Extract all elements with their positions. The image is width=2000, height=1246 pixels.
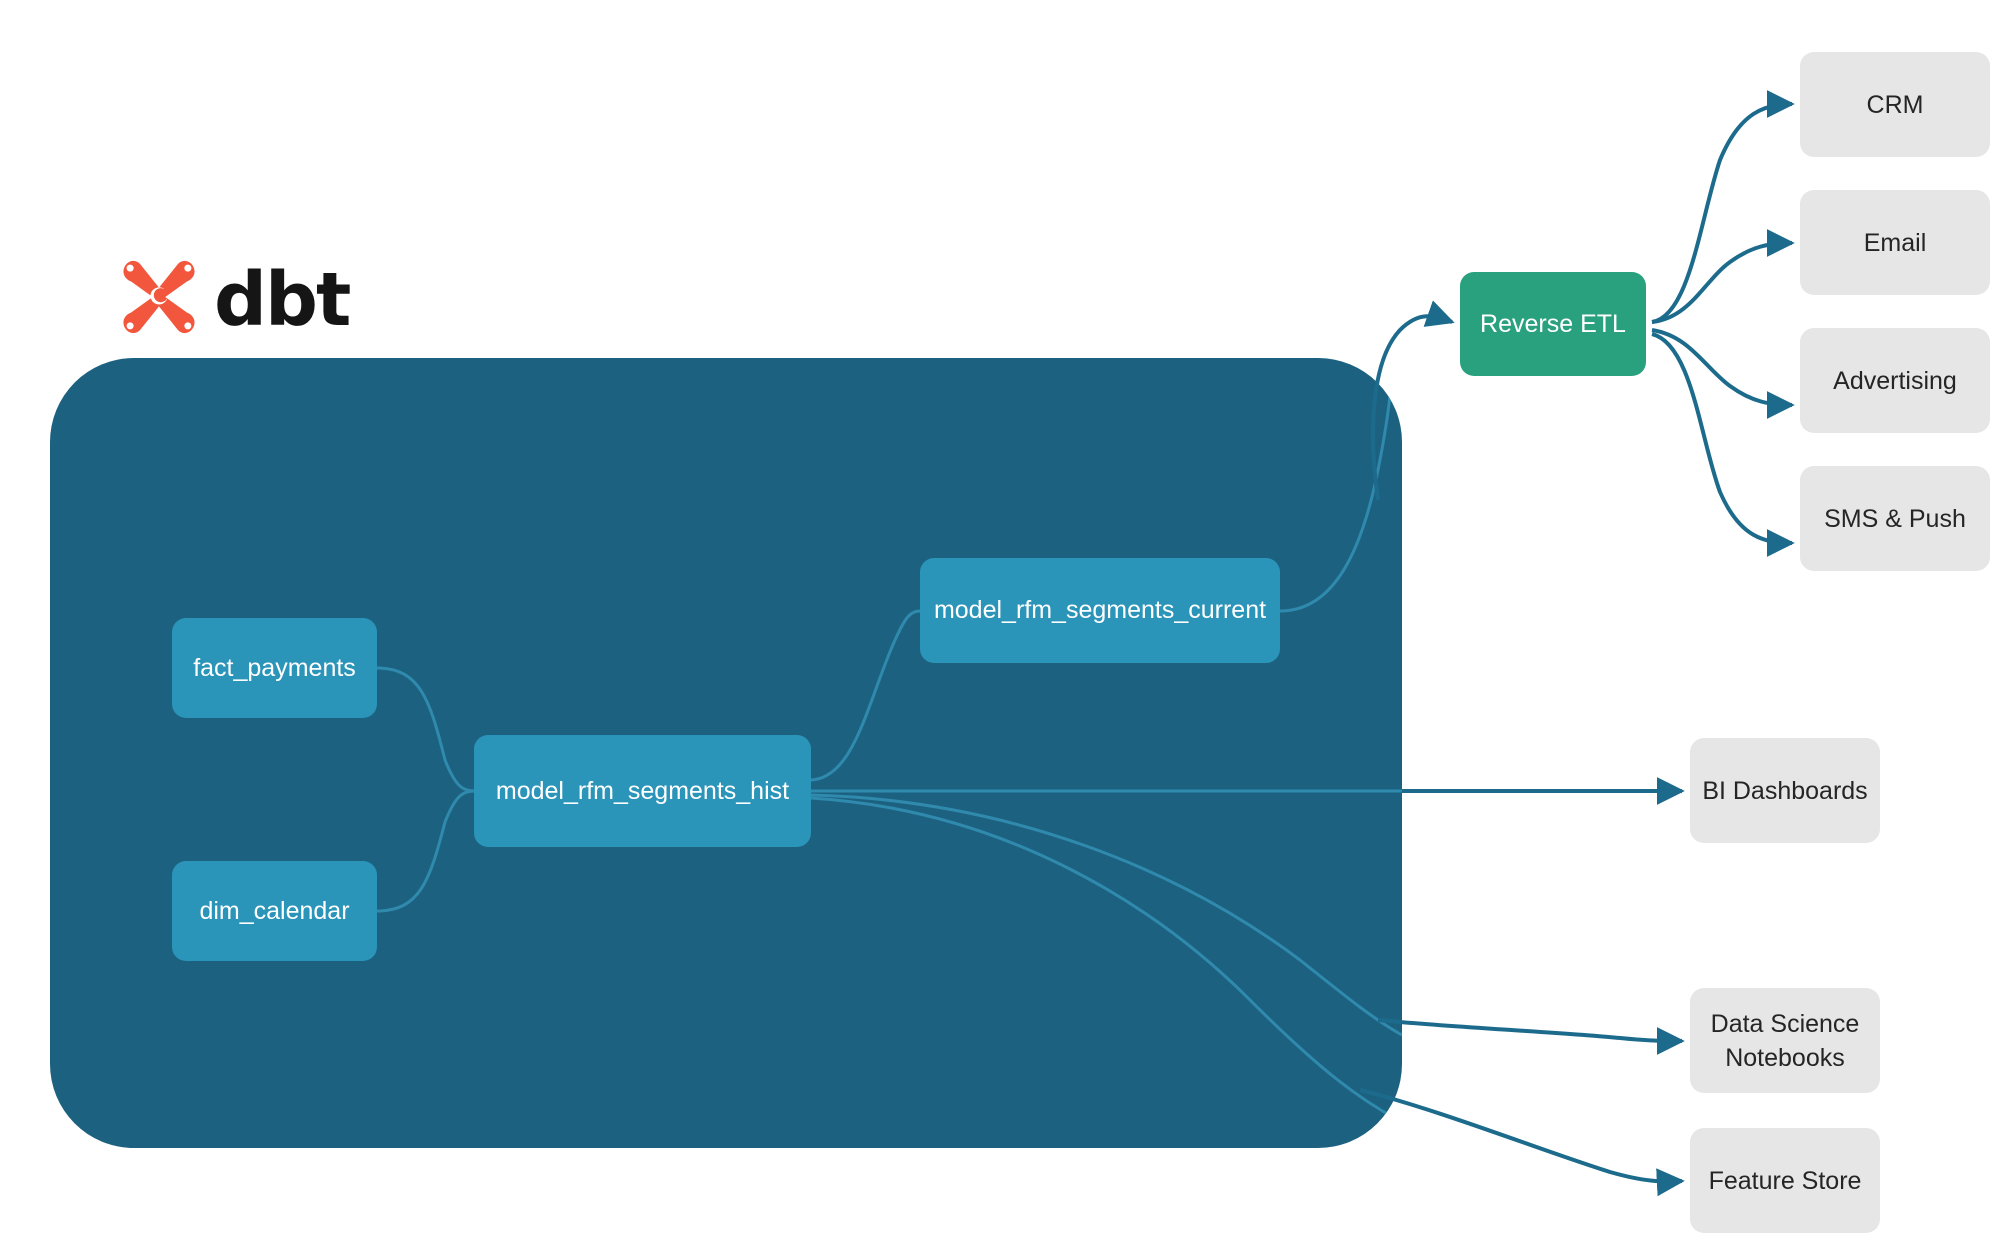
node-model-rfm-segments-hist[interactable]: model_rfm_segments_hist [474, 735, 811, 847]
node-destination-sms-push-label: SMS & Push [1824, 504, 1966, 533]
node-destination-email-label: Email [1863, 228, 1927, 257]
edge-reverse-etl-to-email [1651, 229, 1795, 324]
node-dim-calendar[interactable]: dim_calendar [172, 861, 377, 961]
node-destination-feature-store[interactable]: Feature Store [1690, 1128, 1880, 1233]
node-reverse-etl-label: Reverse ETL [1480, 309, 1626, 338]
node-destination-advertising-label: Advertising [1833, 366, 1957, 395]
node-dim-calendar-label: dim_calendar [199, 896, 350, 925]
node-destination-feature-store-label: Feature Store [1708, 1166, 1862, 1195]
node-model-rfm-segments-current-label: model_rfm_segments_current [933, 596, 1267, 624]
node-reverse-etl[interactable]: Reverse ETL [1460, 272, 1646, 376]
node-destination-advertising[interactable]: Advertising [1800, 328, 1990, 433]
dbt-x-star-icon [120, 258, 198, 341]
edge-warehouse-to-ds-notebooks [1377, 1018, 1685, 1055]
dbt-logo: dbt [120, 256, 351, 343]
edge-reverse-etl-to-crm [1651, 90, 1795, 324]
edge-reverse-etl-to-sms-push [1651, 332, 1795, 557]
node-fact-payments[interactable]: fact_payments [172, 618, 377, 718]
node-destination-sms-push[interactable]: SMS & Push [1800, 466, 1990, 571]
dbt-wordmark: dbt [214, 256, 351, 343]
node-fact-payments-label: fact_payments [193, 653, 356, 682]
node-destination-ds-notebooks-label: Data Science Notebooks [1711, 1007, 1860, 1075]
node-destination-bi-dashboards-label: BI Dashboards [1702, 776, 1868, 805]
node-destination-ds-notebooks-line2: Notebooks [1725, 1043, 1845, 1072]
node-destination-email[interactable]: Email [1800, 190, 1990, 295]
node-destination-crm-label: CRM [1866, 90, 1924, 119]
node-model-rfm-segments-hist-label: model_rfm_segments_hist [495, 776, 790, 805]
node-destination-crm[interactable]: CRM [1800, 52, 1990, 157]
node-destination-ds-notebooks-line1: Data Science [1710, 1009, 1860, 1038]
edge-warehouse-to-feature-store [1359, 1088, 1685, 1197]
node-model-rfm-segments-current[interactable]: model_rfm_segments_current [920, 558, 1280, 663]
node-destination-bi-dashboards[interactable]: BI Dashboards [1690, 738, 1880, 843]
edge-reverse-etl-to-advertising [1651, 328, 1795, 419]
node-destination-ds-notebooks[interactable]: Data Science Notebooks [1690, 988, 1880, 1093]
